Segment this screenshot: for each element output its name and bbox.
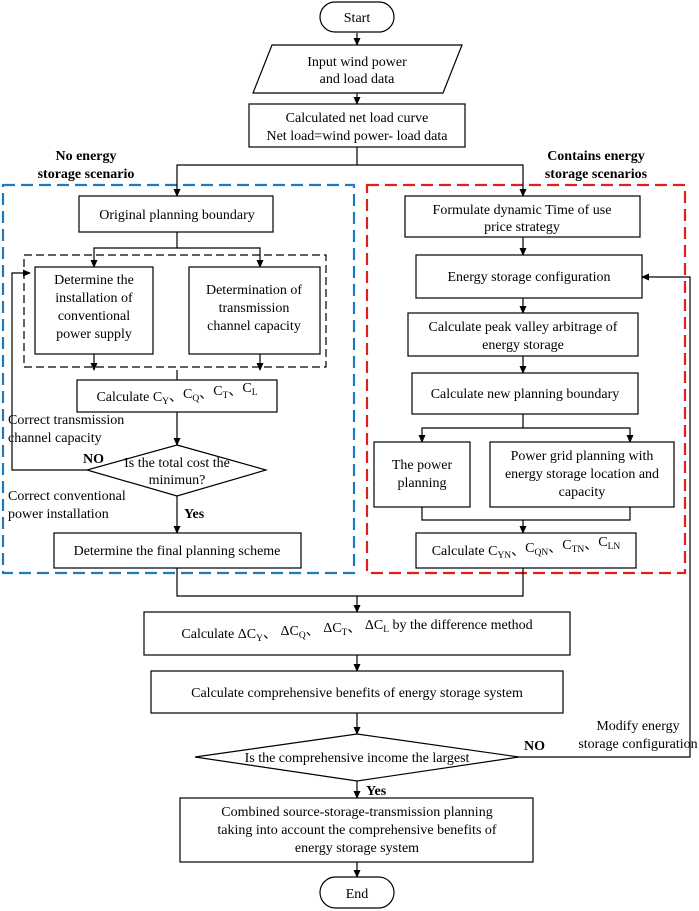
determine-installation-line1: Determine the <box>54 273 134 288</box>
calc-costs-right-label: Calculate CYN、CQN、CTN、CLN <box>432 535 621 561</box>
comprehensive-income-question: Is the comprehensive income the largest <box>245 751 470 766</box>
calc-costs-left-label: Calculate CY、CQ、CT、CL <box>96 381 257 407</box>
tou-price-box <box>404 195 641 238</box>
final-scheme-box <box>53 532 302 569</box>
determine-installation-box <box>34 266 154 355</box>
power-planning-line2: planning <box>398 476 447 491</box>
net-load-box <box>248 103 466 148</box>
modify-storage-line2: storage configuration <box>578 737 697 752</box>
input-parallelogram <box>252 44 463 94</box>
total-cost-question-line2: minimun? <box>149 473 206 488</box>
grid-planning-box <box>489 441 675 508</box>
correct-install-line1: Correct conventional <box>8 489 126 504</box>
determine-channel-line1: Determination of <box>206 283 302 298</box>
grid-planning-line3: capacity <box>559 485 606 500</box>
no-storage-scenario-group <box>1 183 356 575</box>
comprehensive-benefits-box <box>150 670 564 714</box>
determine-channel-line3: channel capacity <box>207 319 301 334</box>
grid-planning-line2: energy storage location and <box>505 467 659 482</box>
calc-costs-left-box <box>76 379 278 413</box>
new-boundary-box <box>411 372 639 415</box>
input-label-line1: Input wind power <box>307 55 407 70</box>
net-load-line2: Net load=wind power- load data <box>266 129 448 144</box>
inner-dashed-group <box>23 254 327 368</box>
difference-method-label: Calculate ΔCY、 ΔCQ、 ΔCT、 ΔCL by the diff… <box>181 618 532 644</box>
total-cost-question-line1: Is the total cost the <box>124 456 230 471</box>
no-label-left: NO <box>83 452 104 467</box>
grid-planning-line1: Power grid planning with <box>511 449 654 464</box>
combined-planning-line3: energy storage system <box>295 841 419 856</box>
peak-valley-line1: Calculate peak valley arbitrage of <box>429 320 618 335</box>
yes-label-bottom: Yes <box>366 784 387 799</box>
storage-scenario-group <box>365 183 687 575</box>
correct-install-line2: power installation <box>8 507 109 522</box>
correct-channel-line1: Correct transmission <box>8 413 124 428</box>
determine-channel-line2: transmission <box>219 301 290 316</box>
no-storage-title-line2: storage scenario <box>38 167 135 182</box>
start-terminal <box>319 1 395 33</box>
tou-price-line2: price strategy <box>484 220 560 235</box>
difference-method-box <box>143 611 571 656</box>
input-label-line2: and load data <box>320 72 395 87</box>
modify-storage-line1: Modify energy <box>596 719 679 734</box>
determine-channel-box <box>188 266 321 355</box>
original-boundary-label: Original planning boundary <box>99 208 255 223</box>
combined-planning-line1: Combined source-storage-transmission pla… <box>221 805 492 820</box>
end-label: End <box>346 887 369 902</box>
total-cost-decision <box>84 444 269 497</box>
tou-price-line1: Formulate dynamic Time of use <box>433 203 612 218</box>
final-scheme-label: Determine the final planning scheme <box>74 544 281 559</box>
determine-installation-line3: conventional <box>58 309 130 324</box>
peak-valley-box <box>407 312 639 357</box>
correct-channel-line2: channel capacity <box>8 431 102 446</box>
new-boundary-label: Calculate new planning boundary <box>431 387 620 402</box>
energy-storage-config-box <box>415 254 643 299</box>
start-label: Start <box>344 11 371 26</box>
peak-valley-line2: energy storage <box>482 338 564 353</box>
contains-storage-title-line1: Contains energy <box>547 149 645 164</box>
comprehensive-benefits-label: Calculate comprehensive benefits of ener… <box>191 686 523 701</box>
power-planning-box <box>373 441 471 508</box>
determine-installation-line2: installation of <box>55 291 133 306</box>
energy-storage-config-label: Energy storage configuration <box>447 270 610 285</box>
determine-installation-line4: power supply <box>56 327 132 342</box>
power-planning-line1: The power <box>392 458 453 473</box>
contains-storage-title-line2: storage scenarios <box>545 167 648 182</box>
comprehensive-income-decision <box>194 733 520 782</box>
end-terminal <box>319 876 395 909</box>
original-boundary-box <box>78 195 274 233</box>
calc-costs-right-box <box>415 532 637 569</box>
no-label-bottom: NO <box>524 739 545 754</box>
net-load-line1: Calculated net load curve <box>286 111 429 126</box>
combined-planning-line2: taking into account the comprehensive be… <box>217 823 496 838</box>
connectors <box>11 33 691 878</box>
no-storage-title-line1: No energy <box>55 149 116 164</box>
combined-planning-box <box>179 797 534 863</box>
yes-label-left: Yes <box>184 507 205 522</box>
